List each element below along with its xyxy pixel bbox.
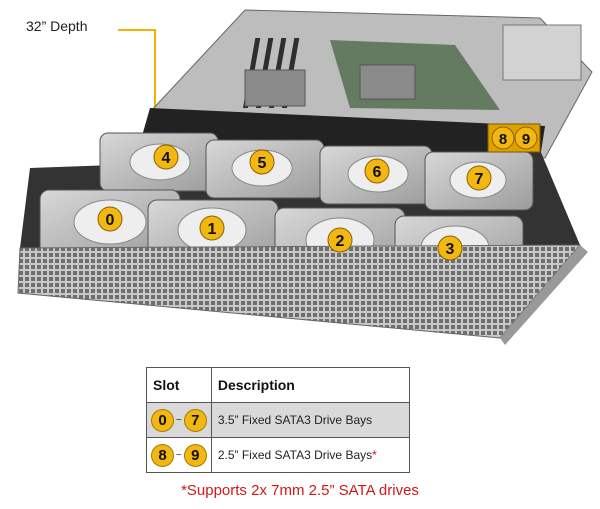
slot-badge: 0 — [151, 408, 174, 432]
drive-badge-7: 7 — [466, 165, 492, 191]
description-cell: 2.5” Fixed SATA3 Drive Bays* — [210, 437, 411, 473]
slot-cell: 8~9 — [146, 437, 212, 473]
drive-badge-3-text: 3 — [446, 241, 455, 258]
power-supply — [502, 24, 582, 81]
cpu-heatsink-2 — [359, 64, 416, 100]
drive-badge-8: 8 — [491, 126, 515, 150]
drive-badge-4: 4 — [153, 144, 179, 170]
header-slot: Slot — [146, 367, 212, 403]
header-description: Description — [210, 367, 411, 403]
drive-badge-6-text: 6 — [373, 164, 382, 181]
drive-badge-4-text: 4 — [162, 150, 171, 167]
slot-badge: 7 — [183, 408, 207, 432]
slot-badge: 8 — [151, 443, 174, 467]
drive-badge-5: 5 — [249, 149, 275, 175]
drive-badge-3: 3 — [437, 235, 463, 261]
server-chassis-illustration: 0 1 2 3 4 5 6 7 8 9 — [17, 9, 593, 345]
table-row: 0~7 3.5” Fixed SATA3 Drive Bays — [146, 402, 411, 438]
drive-badge-1-text: 1 — [208, 221, 217, 238]
depth-callout-label: 32” Depth — [26, 18, 88, 34]
description-text: 3.5” Fixed SATA3 Drive Bays — [217, 413, 373, 427]
drive-bay-table: Slot Description 0~7 3.5” Fixed SATA3 Dr… — [146, 367, 411, 473]
description-text: 2.5” Fixed SATA3 Drive Bays — [217, 448, 373, 462]
asterisk: * — [372, 448, 377, 462]
fan-row — [142, 108, 545, 158]
drive-badge-2-text: 2 — [336, 233, 345, 250]
description-cell: 3.5” Fixed SATA3 Drive Bays — [210, 402, 411, 438]
drive-badge-6: 6 — [364, 158, 390, 184]
drive-badge-9: 9 — [514, 126, 538, 150]
table-row: 8~9 2.5” Fixed SATA3 Drive Bays* — [146, 437, 411, 473]
drive-badge-5-text: 5 — [258, 155, 267, 172]
footnote: *Supports 2x 7mm 2.5” SATA drives — [181, 482, 419, 499]
drive-badge-7-text: 7 — [475, 171, 484, 188]
drive-badge-2: 2 — [327, 227, 353, 253]
chassis-front-mesh — [17, 244, 582, 339]
drive-badge-1: 1 — [199, 215, 225, 241]
drive-badge-8-text: 8 — [499, 131, 507, 148]
slot-range-separator: ~ — [176, 414, 182, 426]
table-header-row: Slot Description — [146, 367, 411, 403]
slot-badge: 9 — [183, 443, 207, 467]
drive-badge-9-text: 9 — [522, 131, 530, 148]
drive-badge-0: 0 — [97, 206, 123, 232]
chassis-front-edge — [500, 245, 588, 345]
slot-range-separator: ~ — [176, 449, 182, 461]
drive-badge-0-text: 0 — [106, 212, 115, 229]
cpu-heatsink-1 — [244, 69, 306, 107]
callout-line — [118, 29, 156, 116]
slot-cell: 0~7 — [146, 402, 212, 438]
